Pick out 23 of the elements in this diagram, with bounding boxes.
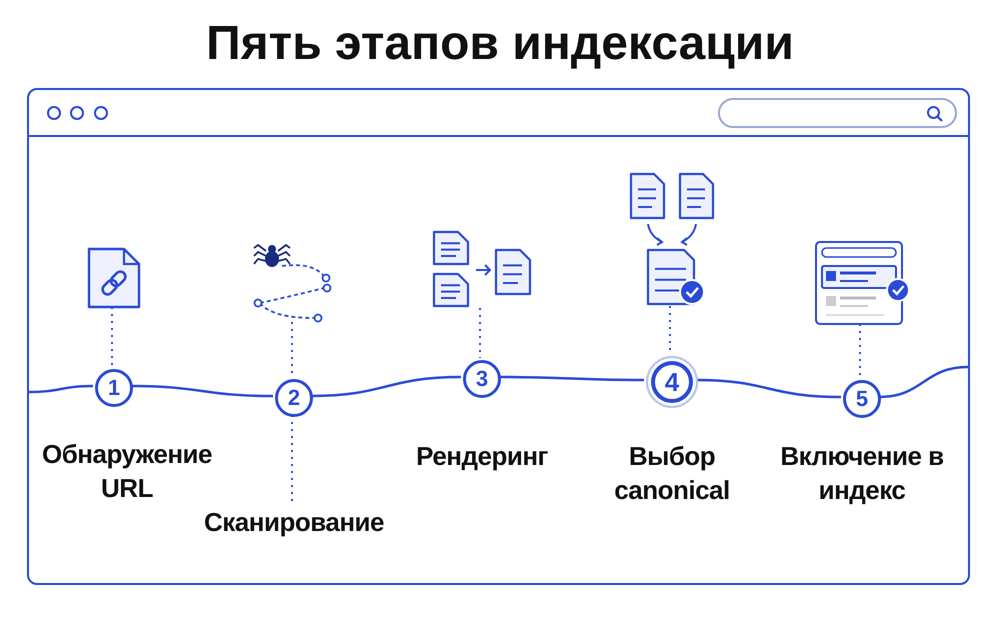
wavy-line (878, 366, 968, 398)
browser-window (27, 88, 970, 585)
wavy-line (310, 376, 462, 398)
link-file-icon (86, 247, 142, 309)
step-number-circle: 3 (463, 360, 501, 398)
step-number-circle: 4 (646, 356, 698, 408)
documents-icon (628, 172, 716, 308)
dotted-connector (111, 307, 113, 367)
wavy-line (130, 384, 274, 398)
wavy-line (696, 378, 842, 398)
documents-icon (432, 230, 532, 310)
wavy-line (28, 384, 94, 394)
dotted-connector (859, 324, 861, 378)
wavy-line (499, 376, 644, 382)
step-number-circle: 2 (275, 379, 313, 417)
webpage-check-icon (814, 240, 910, 326)
step-label: Включение в индекс (777, 439, 947, 511)
step-number-circle: 5 (843, 380, 881, 418)
title: Пять этапов индексации (205, 16, 795, 72)
step-label: Выбор canonical (597, 439, 747, 511)
step-label: Рендеринг (402, 439, 562, 475)
step-number-circle: 1 (95, 369, 133, 407)
dotted-connector (479, 308, 481, 358)
